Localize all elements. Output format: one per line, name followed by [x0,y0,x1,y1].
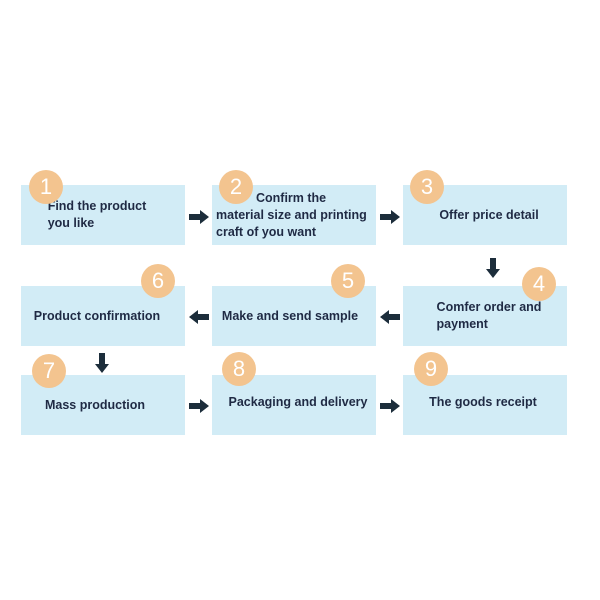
step-6-badge: 6 [141,264,175,298]
step-9-label: The goods receipt [429,394,537,409]
arrow-left-icon [189,310,209,324]
arrow-down-icon [95,353,109,373]
step-5-label: Make and send sample [221,308,359,323]
step-1-box: Find the product you like [21,185,185,245]
step-8-badge: 8 [222,352,256,386]
step-2-badge: 2 [219,170,253,204]
step-4-badge: 4 [522,267,556,301]
arrow-right-icon [380,210,400,224]
step-3-label: Offer price detail [439,207,539,222]
step-2-label: Confirm the material size and printing c… [216,190,367,239]
arrow-right-icon [380,399,400,413]
arrow-right-icon [189,399,209,413]
step-7-label: Mass production [44,397,145,412]
step-4-label: Comfer order and payment [436,300,542,331]
step-6-label: Product confirmation [33,308,161,323]
step-7-badge: 7 [32,354,66,388]
arrow-right-icon [189,210,209,224]
step-1-badge: 1 [29,170,63,204]
arrow-down-icon [486,258,500,278]
step-5-badge: 5 [331,264,365,298]
step-3-badge: 3 [410,170,444,204]
arrow-left-icon [380,310,400,324]
step-8-label: Packaging and delivery [228,394,368,409]
step-1-label: Find the product you like [47,199,147,230]
step-9-badge: 9 [414,352,448,386]
step-9-box: The goods receipt [403,375,567,435]
